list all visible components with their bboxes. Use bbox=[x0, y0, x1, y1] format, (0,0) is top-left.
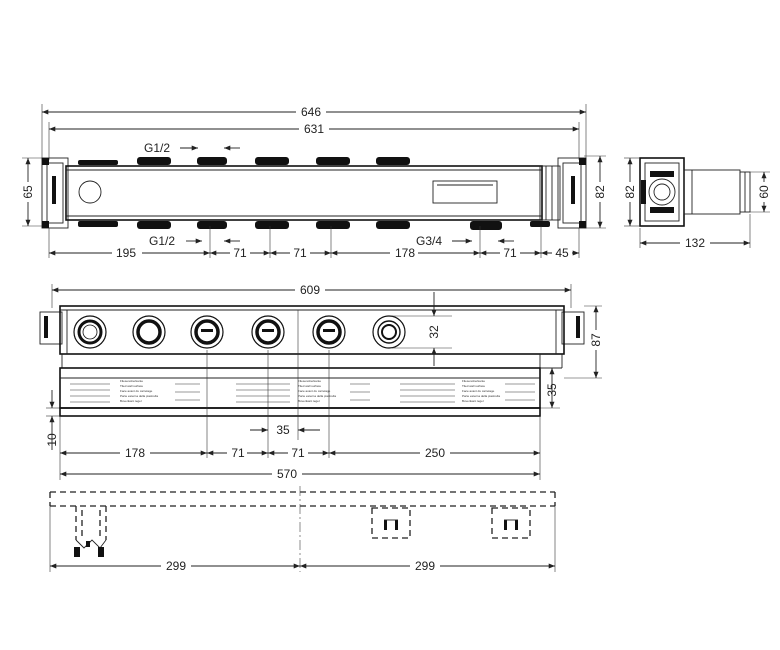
valve-outlets bbox=[73, 315, 406, 349]
svg-text:Face avant du carrelage: Face avant du carrelage bbox=[462, 389, 495, 393]
dim-609: 609 bbox=[300, 283, 320, 297]
svg-text:Tiled wall surface: Tiled wall surface bbox=[462, 384, 485, 388]
left-fitting bbox=[74, 506, 107, 557]
plan-view: 299 299 bbox=[49, 486, 556, 573]
svg-text:Parte esterna della piastrella: Parte esterna della piastrella bbox=[298, 394, 336, 398]
dim-71-b: 71 bbox=[293, 246, 307, 260]
front-view: 609 bbox=[39, 283, 604, 481]
dim-35-recess: 35 bbox=[545, 383, 559, 397]
dim-195: 195 bbox=[116, 246, 136, 260]
svg-text:Bovenkant tegel: Bovenkant tegel bbox=[462, 399, 484, 403]
top-ports bbox=[78, 157, 410, 165]
dim-65: 65 bbox=[21, 185, 35, 199]
svg-text:Fliesenoberkante: Fliesenoberkante bbox=[298, 379, 321, 383]
svg-text:Face avant du carrelage: Face avant du carrelage bbox=[298, 389, 331, 393]
dim-71-c: 71 bbox=[503, 246, 517, 260]
tiled-surface-labels: Fliesenoberkante Tiled wall surface Face… bbox=[70, 379, 535, 403]
dim-87: 87 bbox=[589, 333, 603, 347]
dim-178-top: 178 bbox=[395, 246, 415, 260]
dim-32: 32 bbox=[427, 325, 441, 339]
svg-text:Parte esterna della piastrella: Parte esterna della piastrella bbox=[120, 394, 158, 398]
dim-45: 45 bbox=[555, 246, 569, 260]
svg-text:Face avant du carrelage: Face avant du carrelage bbox=[120, 389, 153, 393]
thread-top-label: G1/2 bbox=[144, 141, 170, 155]
svg-text:Fliesenoberkante: Fliesenoberkante bbox=[120, 379, 143, 383]
dim-631: 631 bbox=[304, 122, 324, 136]
dim-60: 60 bbox=[757, 185, 771, 199]
dim-299-left: 299 bbox=[166, 559, 186, 573]
dim-570: 570 bbox=[277, 467, 297, 481]
dim-10: 10 bbox=[45, 433, 59, 447]
dim-250: 250 bbox=[425, 446, 445, 460]
svg-text:Fliesenoberkante: Fliesenoberkante bbox=[462, 379, 485, 383]
dim-178-front: 178 bbox=[125, 446, 145, 460]
dim-71-front-b: 71 bbox=[291, 446, 305, 460]
side-view: 82 60 132 bbox=[622, 157, 772, 250]
right-fittings bbox=[371, 507, 531, 539]
svg-text:Parte esterna della piastrella: Parte esterna della piastrella bbox=[462, 394, 500, 398]
thread-outlet-label: G3/4 bbox=[416, 234, 442, 248]
dim-82-side: 82 bbox=[623, 185, 637, 199]
svg-text:Tiled wall surface: Tiled wall surface bbox=[298, 384, 321, 388]
svg-text:Bovenkant tegel: Bovenkant tegel bbox=[120, 399, 142, 403]
svg-text:Tiled wall surface: Tiled wall surface bbox=[120, 384, 143, 388]
dim-71-front-a: 71 bbox=[231, 446, 245, 460]
dim-35-spacing: 35 bbox=[276, 423, 290, 437]
dim-132: 132 bbox=[685, 236, 705, 250]
dim-646: 646 bbox=[301, 105, 321, 119]
dim-71-a: 71 bbox=[233, 246, 247, 260]
dim-299-right: 299 bbox=[415, 559, 435, 573]
bottom-ports bbox=[78, 221, 550, 230]
svg-text:Bovenkant tegel: Bovenkant tegel bbox=[298, 399, 320, 403]
dim-82-right: 82 bbox=[593, 185, 607, 199]
thread-bottom-label: G1/2 bbox=[149, 234, 175, 248]
top-view: 646 631 G1/2 65 82 bbox=[20, 104, 608, 260]
